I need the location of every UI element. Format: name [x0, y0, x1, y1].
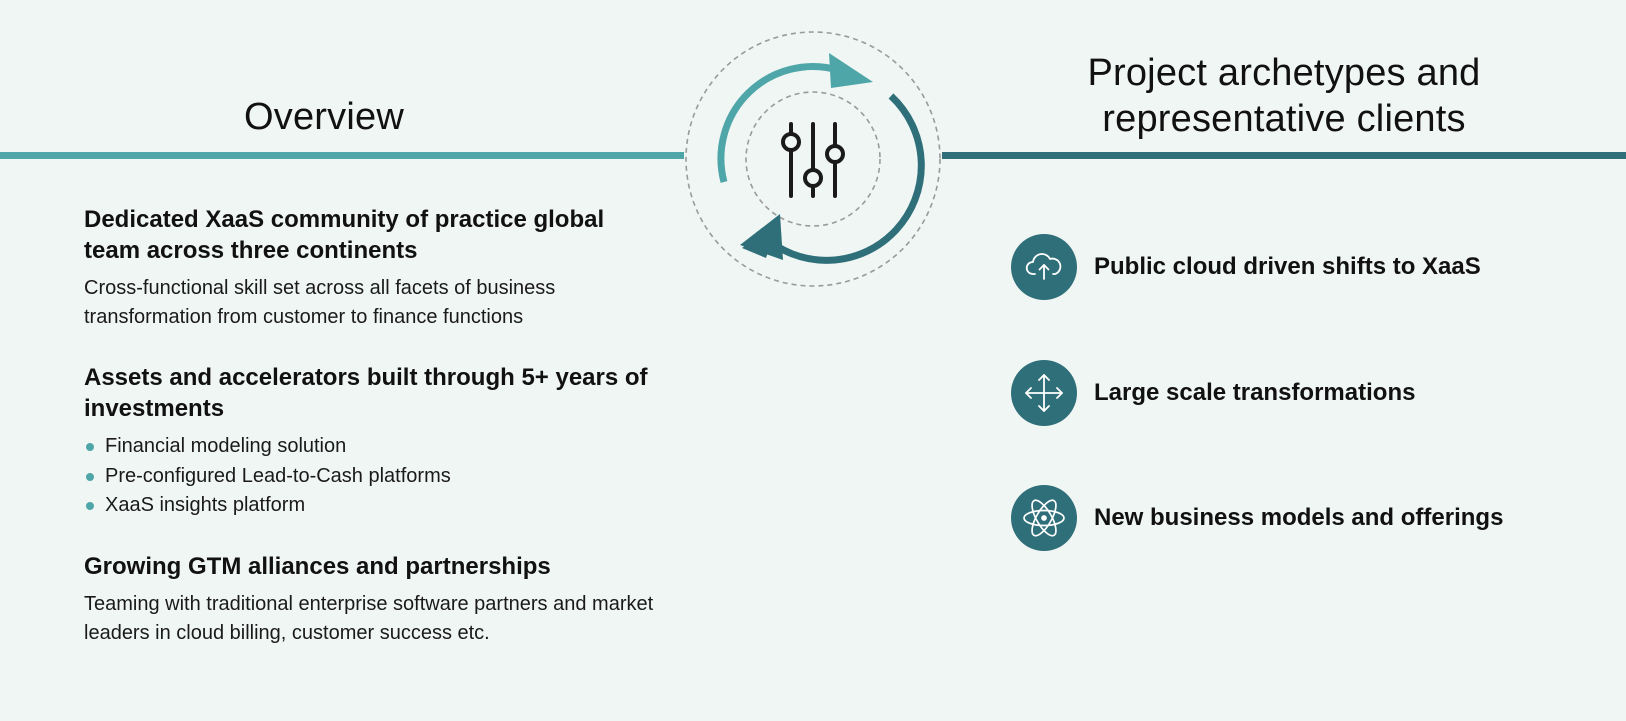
list-item: Pre-configured Lead-to-Cash platforms	[84, 462, 664, 492]
assets-bullet-list: Financial modeling solution Pre-configur…	[84, 432, 664, 521]
cloud-upload-icon	[1011, 234, 1077, 300]
atom-icon	[1011, 485, 1077, 551]
block-description: Cross-functional skill set across all fa…	[84, 277, 556, 328]
archetype-item-business-models: New business models and offerings	[1011, 485, 1503, 551]
overview-heading: Overview	[244, 96, 404, 138]
overview-block-assets: Assets and accelerators built through 5+…	[84, 362, 664, 521]
block-title: Dedicated XaaS community of practice glo…	[84, 206, 605, 264]
sliders-cycle-icon	[684, 30, 942, 288]
list-item-text: Financial modeling solution	[105, 435, 347, 457]
overview-block-community: Dedicated XaaS community of practice glo…	[84, 204, 664, 332]
archetype-label: Large scale transformations	[1094, 379, 1416, 406]
list-item-text: XaaS insights platform	[105, 494, 306, 516]
archetype-item-transformations: Large scale transformations	[1011, 360, 1415, 426]
move-arrows-icon	[1011, 360, 1077, 426]
block-description: Teaming with traditional enterprise soft…	[84, 592, 654, 644]
block-title: Growing GTM alliances and partnerships	[84, 552, 551, 580]
block-title: Assets and accelerators built through 5+…	[84, 364, 648, 422]
list-item: Financial modeling solution	[84, 432, 664, 462]
archetype-item-cloud: Public cloud driven shifts to XaaS	[1011, 234, 1481, 300]
archetypes-divider-line	[942, 152, 1626, 159]
list-item-text: Pre-configured Lead-to-Cash platforms	[105, 464, 451, 487]
overview-block-alliances: Growing GTM alliances and partnerships T…	[84, 551, 664, 648]
overview-section: Dedicated XaaS community of practice glo…	[84, 204, 664, 678]
archetype-label: Public cloud driven shifts to XaaS	[1094, 253, 1481, 280]
list-item: XaaS insights platform	[84, 491, 664, 521]
archetypes-heading: Project archetypes and representative cl…	[1087, 52, 1481, 140]
bullet-dot-icon	[86, 502, 94, 510]
archetype-label: New business models and offerings	[1094, 504, 1504, 531]
bullet-dot-icon	[86, 472, 94, 481]
bullet-dot-icon	[86, 443, 94, 451]
overview-divider-line	[0, 152, 684, 159]
